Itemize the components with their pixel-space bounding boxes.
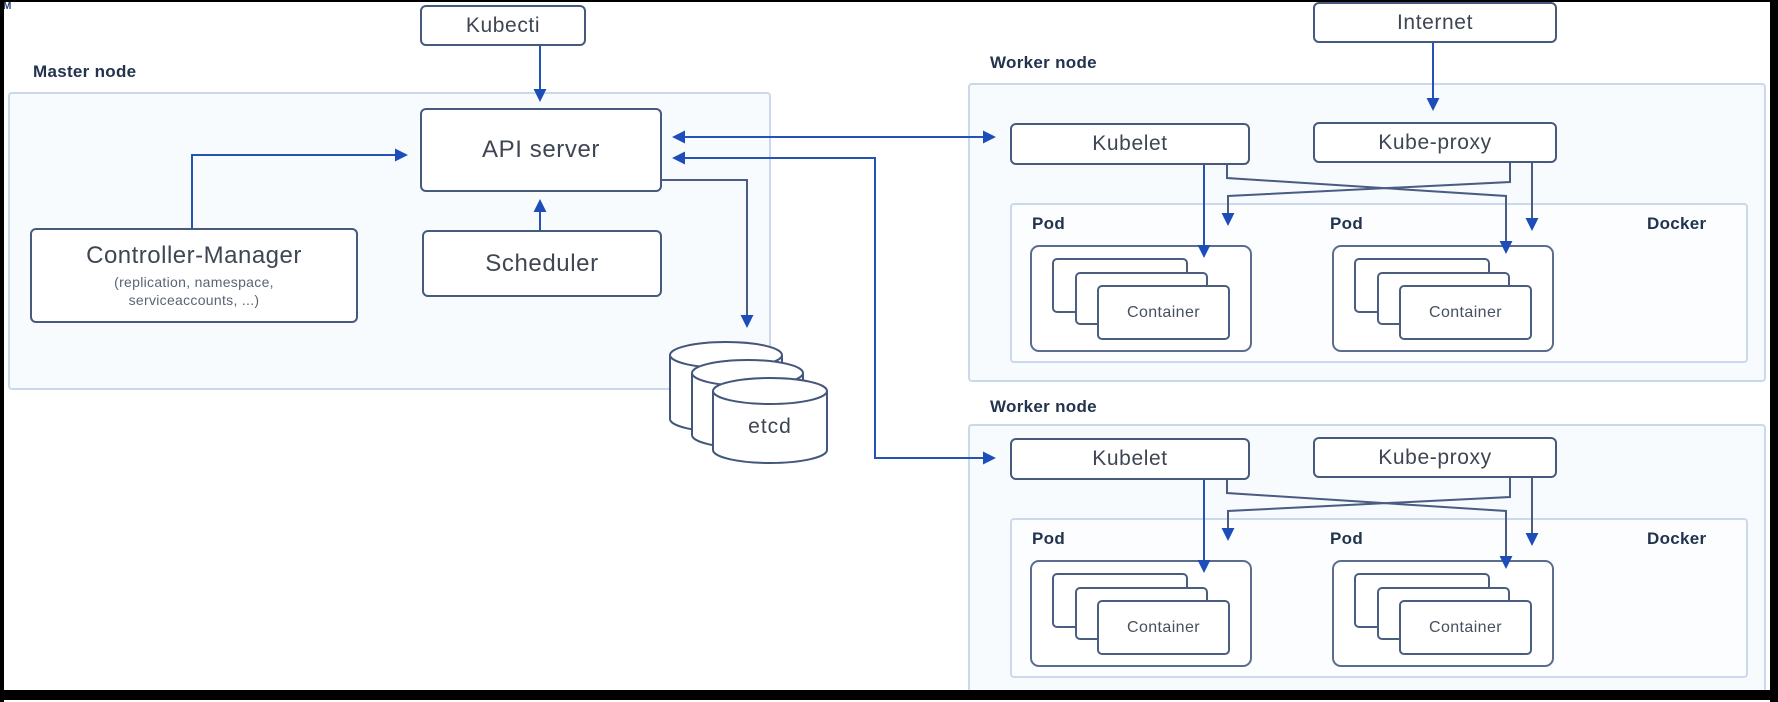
master-node-label: Master node bbox=[33, 62, 137, 81]
worker-node-2-label: Worker node bbox=[990, 397, 1097, 416]
controller-manager-subtitle: (replication, namespace, serviceaccounts… bbox=[114, 273, 274, 308]
kubelet-node-worker2: Kubelet bbox=[1010, 438, 1250, 480]
kube-proxy-node-worker2: Kube-proxy bbox=[1313, 437, 1557, 478]
pod-label: Pod bbox=[1032, 529, 1066, 548]
scheduler-node: Scheduler bbox=[422, 230, 662, 297]
frame-right bbox=[1770, 0, 1778, 702]
kubelet-node-worker1: Kubelet bbox=[1010, 123, 1250, 165]
api-server-node: API server bbox=[420, 108, 662, 192]
internet-node: Internet bbox=[1313, 2, 1557, 43]
controller-manager-text: Controller-Manager (replication, namespa… bbox=[86, 242, 302, 309]
container-node: Container bbox=[1097, 285, 1230, 340]
pod-label: Pod bbox=[1032, 214, 1066, 233]
controller-manager-title: Controller-Manager bbox=[86, 242, 302, 270]
kube-proxy-node-worker1: Kube-proxy bbox=[1313, 122, 1557, 163]
pod-label: Pod bbox=[1330, 214, 1364, 233]
docker-label: Docker bbox=[1647, 529, 1707, 548]
watermark-text: M bbox=[3, 1, 12, 12]
frame-bottom bbox=[0, 690, 1778, 700]
frame-top bbox=[0, 0, 1778, 2]
kubectl-node: Kubecti bbox=[420, 5, 586, 46]
container-node: Container bbox=[1399, 285, 1532, 340]
frame-left bbox=[0, 0, 4, 702]
etcd-node-label: etcd bbox=[748, 415, 792, 438]
controller-manager-node: Controller-Manager (replication, namespa… bbox=[30, 228, 358, 323]
container-node: Container bbox=[1399, 600, 1532, 655]
docker-label: Docker bbox=[1647, 214, 1707, 233]
worker-node-1-label: Worker node bbox=[990, 53, 1097, 72]
pod-label: Pod bbox=[1330, 529, 1364, 548]
container-node: Container bbox=[1097, 600, 1230, 655]
